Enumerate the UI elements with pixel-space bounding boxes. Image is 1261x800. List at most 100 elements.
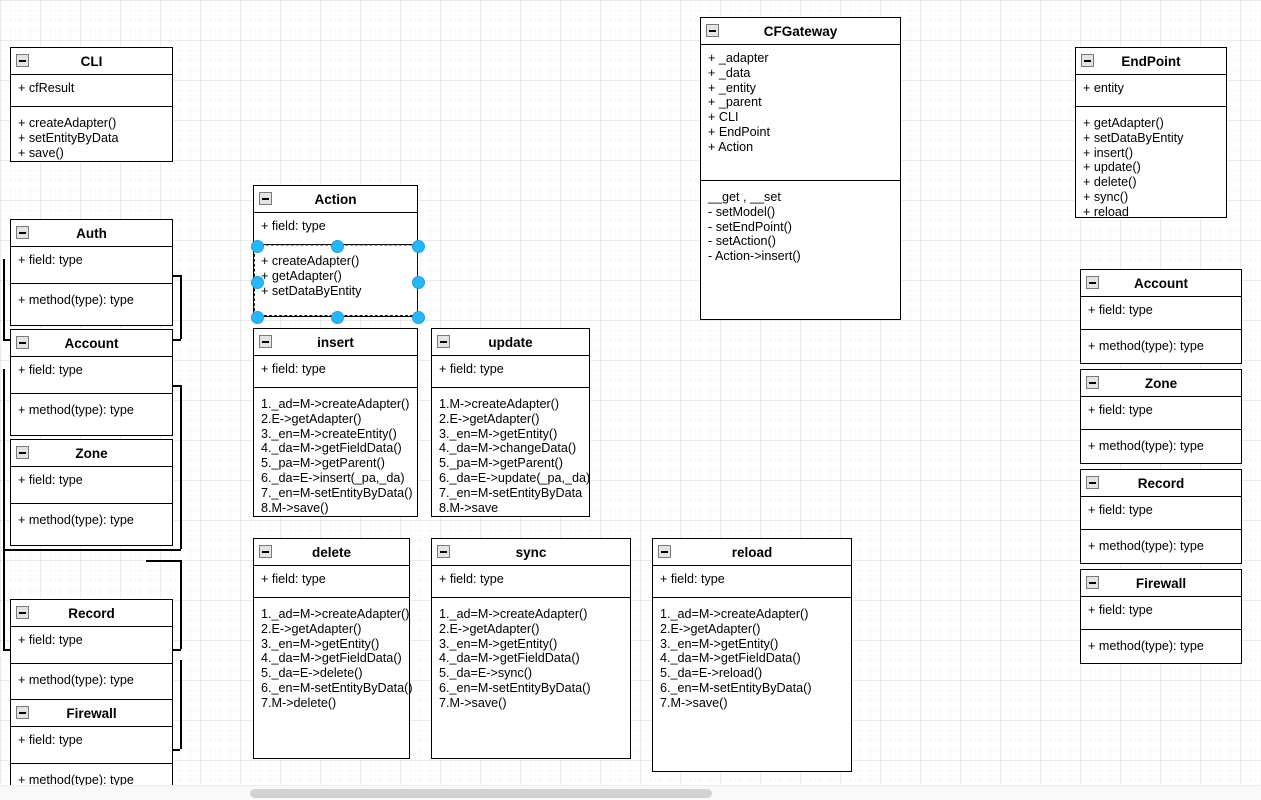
class-box-record-right[interactable]: Record+ field: type+ method(type): type: [1080, 469, 1242, 564]
attributes-compartment[interactable]: + field: type: [254, 566, 409, 598]
class-name-label: Action: [314, 192, 357, 207]
class-box-title-bar[interactable]: reload: [653, 539, 851, 566]
class-box-auth[interactable]: Auth+ field: type+ method(type): type: [10, 219, 173, 326]
operations-compartment[interactable]: 1.M->createAdapter()2.E->getAdapter()3._…: [432, 388, 590, 516]
collapse-minus-icon[interactable]: [259, 545, 272, 558]
collapse-minus-icon[interactable]: [437, 335, 450, 348]
operations-compartment[interactable]: + method(type): type: [11, 394, 172, 435]
horizontal-scrollbar-track[interactable]: [0, 785, 1261, 800]
operations-compartment[interactable]: + method(type): type: [11, 764, 172, 800]
collapse-minus-icon[interactable]: [16, 446, 29, 459]
operations-compartment[interactable]: + method(type): type: [1081, 430, 1241, 463]
operations-compartment[interactable]: + method(type): type: [1081, 630, 1241, 663]
class-box-title-bar[interactable]: Firewall: [1081, 570, 1241, 597]
class-box-title-bar[interactable]: Auth: [11, 220, 172, 247]
class-box-title-bar[interactable]: Account: [1081, 270, 1241, 297]
class-box-cli[interactable]: CLI+ cfResult+ createAdapter()+ setEntit…: [10, 47, 173, 162]
collapse-minus-icon[interactable]: [1086, 576, 1099, 589]
attributes-compartment[interactable]: + field: type: [1081, 297, 1241, 330]
collapse-minus-icon[interactable]: [259, 335, 272, 348]
class-box-title-bar[interactable]: sync: [432, 539, 630, 566]
resize-handle-nw[interactable]: [250, 239, 264, 253]
class-box-title-bar[interactable]: EndPoint: [1076, 48, 1226, 75]
resize-handle-se[interactable]: [411, 310, 425, 324]
operations-compartment[interactable]: 1._ad=M->createAdapter()2.E->getAdapter(…: [254, 598, 413, 758]
class-box-zone-right[interactable]: Zone+ field: type+ method(type): type: [1080, 369, 1242, 464]
collapse-minus-icon[interactable]: [1086, 476, 1099, 489]
collapse-minus-icon[interactable]: [16, 54, 29, 67]
class-box-zone-left[interactable]: Zone+ field: type+ method(type): type: [10, 439, 173, 546]
collapse-minus-icon[interactable]: [706, 24, 719, 37]
operations-compartment[interactable]: + method(type): type: [1081, 330, 1241, 363]
operations-compartment[interactable]: + method(type): type: [11, 664, 172, 705]
attributes-compartment[interactable]: + _adapter+ _data+ _entity+ _parent+ CLI…: [701, 45, 900, 181]
collapse-minus-icon[interactable]: [1081, 54, 1094, 67]
class-box-title-bar[interactable]: Record: [1081, 470, 1241, 497]
collapse-minus-icon[interactable]: [259, 192, 272, 205]
attributes-compartment[interactable]: + field: type: [11, 467, 172, 504]
class-box-title-bar[interactable]: Record: [11, 600, 172, 627]
resize-handle-w[interactable]: [250, 275, 264, 289]
attributes-compartment[interactable]: + field: type: [1081, 397, 1241, 430]
operations-compartment[interactable]: + method(type): type: [11, 504, 172, 545]
attributes-compartment[interactable]: + field: type: [11, 727, 172, 764]
operations-compartment[interactable]: + getAdapter()+ setDataByEntity+ insert(…: [1076, 107, 1226, 219]
horizontal-scrollbar-thumb[interactable]: [250, 789, 712, 798]
class-box-title-bar[interactable]: Action: [254, 186, 417, 213]
operations-compartment[interactable]: + createAdapter()+ setEntityByData+ save…: [11, 107, 172, 161]
collapse-minus-icon[interactable]: [437, 545, 450, 558]
resize-handle-s[interactable]: [330, 310, 344, 324]
operations-compartment[interactable]: + createAdapter()+ getAdapter()+ setData…: [254, 245, 417, 316]
attributes-compartment[interactable]: + field: type: [653, 566, 851, 598]
resize-handle-e[interactable]: [411, 275, 425, 289]
operations-compartment[interactable]: + method(type): type: [1081, 530, 1241, 563]
attributes-compartment[interactable]: + cfResult: [11, 75, 172, 107]
attributes-compartment[interactable]: + entity: [1076, 75, 1226, 107]
operations-compartment[interactable]: 1._ad=M->createAdapter()2.E->getAdapter(…: [432, 598, 630, 758]
resize-handle-sw[interactable]: [250, 310, 264, 324]
class-box-account-right[interactable]: Account+ field: type+ method(type): type: [1080, 269, 1242, 364]
collapse-minus-icon[interactable]: [1086, 376, 1099, 389]
attributes-compartment[interactable]: + field: type: [11, 247, 172, 284]
attributes-compartment[interactable]: + field: type: [432, 356, 589, 388]
collapse-minus-icon[interactable]: [1086, 276, 1099, 289]
class-box-cfgateway[interactable]: CFGateway+ _adapter+ _data+ _entity+ _pa…: [700, 17, 901, 320]
collapse-minus-icon[interactable]: [16, 336, 29, 349]
class-box-record-left[interactable]: Record+ field: type+ method(type): type: [10, 599, 173, 706]
collapse-minus-icon[interactable]: [16, 706, 29, 719]
class-box-account-left[interactable]: Account+ field: type+ method(type): type: [10, 329, 173, 436]
collapse-minus-icon[interactable]: [16, 606, 29, 619]
class-box-title-bar[interactable]: CFGateway: [701, 18, 900, 45]
attributes-compartment[interactable]: + field: type: [11, 357, 172, 394]
operations-compartment[interactable]: __get , __set- setModel()- setEndPoint()…: [701, 181, 900, 319]
attributes-compartment[interactable]: + field: type: [11, 627, 172, 664]
class-box-title-bar[interactable]: delete: [254, 539, 409, 566]
class-box-firewall-left[interactable]: Firewall+ field: type+ method(type): typ…: [10, 699, 173, 800]
class-box-title-bar[interactable]: CLI: [11, 48, 172, 75]
attributes-compartment[interactable]: + field: type: [1081, 597, 1241, 630]
attributes-compartment[interactable]: + field: type: [432, 566, 630, 598]
class-box-firewall-right[interactable]: Firewall+ field: type+ method(type): typ…: [1080, 569, 1242, 664]
attributes-compartment[interactable]: + field: type: [1081, 497, 1241, 530]
class-box-title-bar[interactable]: Firewall: [11, 700, 172, 727]
class-box-title-bar[interactable]: insert: [254, 329, 417, 356]
class-box-endpoint[interactable]: EndPoint+ entity+ getAdapter()+ setDataB…: [1075, 47, 1227, 219]
operations-compartment[interactable]: 1._ad=M->createAdapter()2.E->getAdapter(…: [254, 388, 417, 516]
class-box-title-bar[interactable]: Account: [11, 330, 172, 357]
resize-handle-n[interactable]: [330, 239, 344, 253]
operations-compartment[interactable]: + method(type): type: [11, 284, 172, 325]
collapse-minus-icon[interactable]: [658, 545, 671, 558]
class-box-title-bar[interactable]: update: [432, 329, 589, 356]
class-box-title-bar[interactable]: Zone: [1081, 370, 1241, 397]
resize-handle-ne[interactable]: [411, 239, 425, 253]
operations-compartment[interactable]: 1._ad=M->createAdapter()2.E->getAdapter(…: [653, 598, 851, 771]
class-box-title-bar[interactable]: Zone: [11, 440, 172, 467]
collapse-minus-icon[interactable]: [16, 226, 29, 239]
attributes-compartment[interactable]: + field: type: [254, 356, 417, 388]
